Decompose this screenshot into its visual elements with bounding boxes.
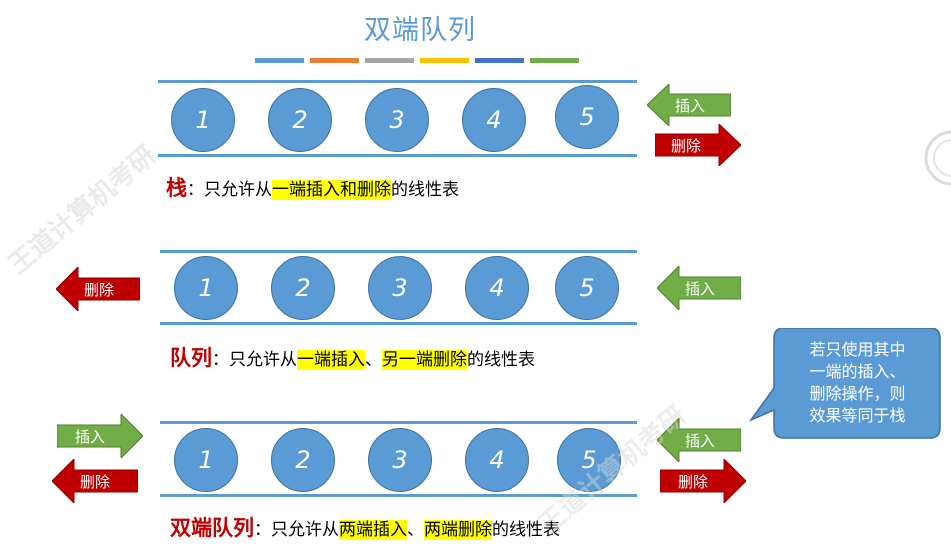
deque-left-delete-arrow: 删除 xyxy=(52,459,138,503)
deque-caption-highlight-1: 两端插入 xyxy=(339,520,407,540)
title-stripe-4 xyxy=(420,58,469,63)
queue-caption-highlight-2: 另一端删除 xyxy=(382,350,467,370)
queue-delete-label: 删除 xyxy=(84,280,115,299)
deque-caption: 双端队列：只允许从两端插入、两端删除的线性表 xyxy=(170,512,560,542)
deque-bottom-rail xyxy=(160,494,637,497)
stack-bottom-rail xyxy=(158,154,637,157)
queue-caption-highlight-1: 一端插入 xyxy=(297,350,365,370)
stack-element-5: 5 xyxy=(555,85,619,149)
watermark-left: 王道计算机考研 xyxy=(0,136,163,281)
callout-line-3: 删除操作，则 xyxy=(809,384,906,403)
stack-delete-label: 删除 xyxy=(671,136,702,155)
title-stripe-6 xyxy=(530,58,579,63)
callout-text: 若只使用其中 一端的插入、 删除操作，则 效果等同于栈 xyxy=(776,339,939,427)
queue-delete-arrow: 删除 xyxy=(56,267,140,311)
title-stripe-3 xyxy=(365,58,414,63)
watermark-seal-icon xyxy=(924,130,951,186)
deque-left-insert-arrow: 插入 xyxy=(57,414,143,458)
left-arrow-icon xyxy=(52,459,138,503)
left-arrow-icon xyxy=(657,266,741,310)
deque-caption-keyword: 双端队列 xyxy=(170,516,254,540)
deque-top-rail xyxy=(160,421,637,424)
watermark-left-text: 王道计算机考研 xyxy=(3,140,162,281)
deque-element-5: 5 xyxy=(557,428,621,492)
deque-element-4: 4 xyxy=(465,428,529,492)
queue-element-5: 5 xyxy=(555,256,619,320)
deque-element-1: 1 xyxy=(174,428,238,492)
stack-element-1: 1 xyxy=(171,88,235,152)
title-stripe-5 xyxy=(475,58,524,63)
callout-line-4: 效果等同于栈 xyxy=(809,406,906,425)
page-title: 双端队列 xyxy=(364,15,476,46)
stack-top-rail xyxy=(158,80,637,83)
callout-line-2: 一端的插入、 xyxy=(809,362,906,381)
stack-insert-arrow: 插入 xyxy=(647,84,731,126)
deque-right-delete-label: 删除 xyxy=(678,472,709,491)
stack-element-2: 2 xyxy=(268,88,332,152)
deque-caption-sep: ： xyxy=(254,520,271,540)
deque-left-delete-label: 删除 xyxy=(80,472,111,491)
deque-element-3: 3 xyxy=(368,428,432,492)
stack-insert-label: 插入 xyxy=(675,96,706,115)
stack-caption-keyword: 栈 xyxy=(166,176,187,200)
stack-caption: 栈：只允许从一端插入和删除的线性表 xyxy=(166,172,459,202)
deque-caption-pre: 只允许从 xyxy=(271,520,339,540)
queue-element-1: 1 xyxy=(174,256,238,320)
deque-right-insert-label: 插入 xyxy=(685,431,716,450)
queue-caption-sep: ： xyxy=(212,350,229,370)
left-arrow-icon xyxy=(647,84,731,126)
stack-element-4: 4 xyxy=(462,88,526,152)
left-arrow-icon xyxy=(657,418,741,462)
queue-caption-mid: 、 xyxy=(365,350,382,370)
deque-element-2: 2 xyxy=(271,428,335,492)
queue-element-2: 2 xyxy=(271,256,335,320)
deque-right-insert-arrow: 插入 xyxy=(657,418,741,462)
stack-caption-post: 的线性表 xyxy=(391,180,459,200)
queue-top-rail xyxy=(160,250,637,253)
queue-caption: 队列：只允许从一端插入、另一端删除的线性表 xyxy=(170,342,535,372)
queue-caption-keyword: 队列 xyxy=(170,346,212,370)
deque-left-insert-label: 插入 xyxy=(75,427,106,446)
queue-insert-label: 插入 xyxy=(685,279,716,298)
callout-line-1: 若只使用其中 xyxy=(809,340,906,359)
right-arrow-icon xyxy=(660,459,746,503)
deque-caption-highlight-2: 两端删除 xyxy=(424,520,492,540)
queue-insert-arrow: 插入 xyxy=(657,266,741,310)
queue-caption-post: 的线性表 xyxy=(467,350,535,370)
queue-caption-pre: 只允许从 xyxy=(229,350,297,370)
queue-bottom-rail xyxy=(160,322,637,325)
stack-element-3: 3 xyxy=(365,88,429,152)
deque-caption-mid: 、 xyxy=(407,520,424,540)
title-stripe-1 xyxy=(255,58,304,63)
right-arrow-icon xyxy=(57,414,143,458)
title-stripe-2 xyxy=(310,58,359,63)
stack-delete-arrow: 删除 xyxy=(655,124,741,166)
stack-caption-pre: 只允许从 xyxy=(204,180,272,200)
queue-element-4: 4 xyxy=(465,256,529,320)
callout-bubble xyxy=(748,328,941,439)
deque-right-delete-arrow: 删除 xyxy=(660,459,746,503)
left-arrow-icon xyxy=(56,267,140,311)
stack-caption-highlight: 一端插入和删除 xyxy=(272,180,391,200)
right-arrow-icon xyxy=(655,124,741,166)
stack-caption-sep: ： xyxy=(187,180,204,200)
deque-caption-post: 的线性表 xyxy=(492,520,560,540)
queue-element-3: 3 xyxy=(368,256,432,320)
